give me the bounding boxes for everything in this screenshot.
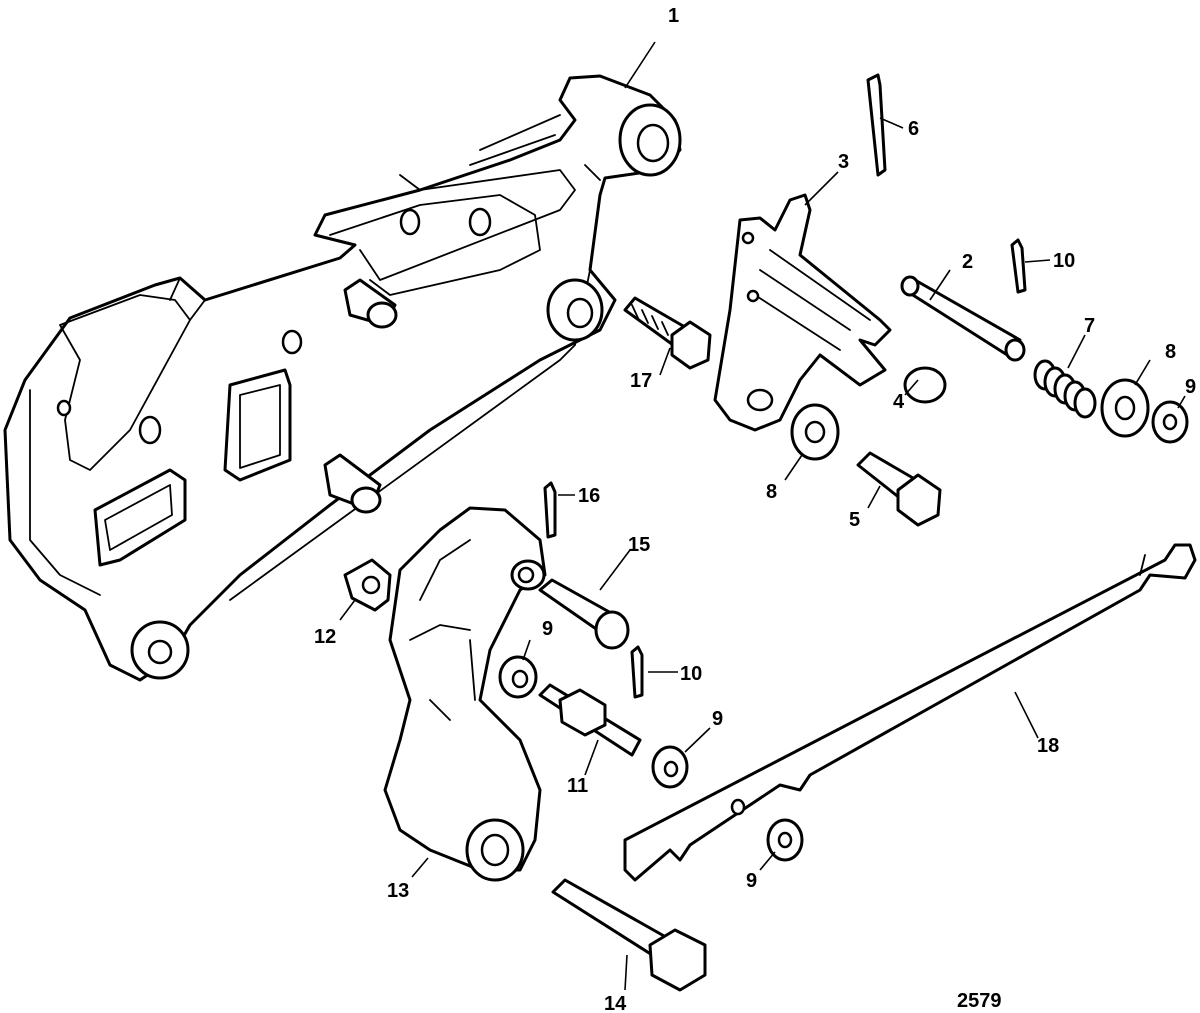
callout-12: 12 xyxy=(314,626,336,648)
part-9-washer-middle xyxy=(498,655,538,699)
part-13-link-arm xyxy=(383,506,547,882)
part-5-bolt xyxy=(856,451,942,527)
callout-9-right: 9 xyxy=(1185,376,1196,398)
part-8-washer-lower xyxy=(790,403,840,461)
part-7-spring xyxy=(1033,359,1097,419)
callout-1: 1 xyxy=(668,5,679,27)
callout-6: 6 xyxy=(908,118,919,140)
callout-9-middle: 9 xyxy=(542,618,553,640)
part-3-shift-bracket xyxy=(713,193,892,432)
part-1-bracket xyxy=(3,74,682,682)
callout-11: 11 xyxy=(567,775,588,797)
part-2-pin xyxy=(900,275,1026,362)
part-11-stud xyxy=(538,683,642,757)
leader-lines xyxy=(339,41,1186,991)
callout-16: 16 xyxy=(578,485,600,507)
part-10-cotter-pin-upper xyxy=(1010,238,1027,294)
callout-2: 2 xyxy=(962,251,973,273)
callout-13: 13 xyxy=(387,880,409,902)
part-12-nut-plate xyxy=(343,558,392,612)
callout-5: 5 xyxy=(849,509,860,531)
part-6-cotter-pin xyxy=(866,73,887,177)
part-4-cap xyxy=(903,366,947,404)
callout-3: 3 xyxy=(838,151,849,173)
part-17-bolt xyxy=(623,296,712,370)
part-10-cotter-pin-lower xyxy=(630,645,644,699)
callout-15: 15 xyxy=(628,534,650,556)
callout-9-lower-middle: 9 xyxy=(712,708,723,730)
part-14-bolt xyxy=(551,878,707,992)
callout-9-bottom: 9 xyxy=(746,870,757,892)
callout-10-upper: 10 xyxy=(1053,250,1075,272)
callout-7: 7 xyxy=(1084,315,1095,337)
callout-4: 4 xyxy=(893,391,905,413)
part-15-clevis-pin xyxy=(538,578,630,650)
part-8-washer-upper xyxy=(1100,378,1150,438)
part-18-shift-link xyxy=(623,543,1197,882)
callout-14: 14 xyxy=(604,993,627,1013)
part-16-cotter-pin xyxy=(543,481,557,539)
callout-18: 18 xyxy=(1037,735,1059,757)
callout-10-lower: 10 xyxy=(680,663,702,685)
part-9-washer-bottom xyxy=(766,818,804,862)
part-9-washer-lower-middle xyxy=(651,745,689,789)
part-9-washer-right xyxy=(1151,400,1189,444)
callout-17: 17 xyxy=(630,370,652,392)
callout-8-lower: 8 xyxy=(766,481,777,503)
callout-8-upper: 8 xyxy=(1165,341,1176,363)
figure-number: 2579 xyxy=(957,990,1002,1012)
callout-labels: 1 2 3 4 5 6 7 8 8 9 9 9 9 10 10 11 12 13… xyxy=(314,5,1196,1013)
